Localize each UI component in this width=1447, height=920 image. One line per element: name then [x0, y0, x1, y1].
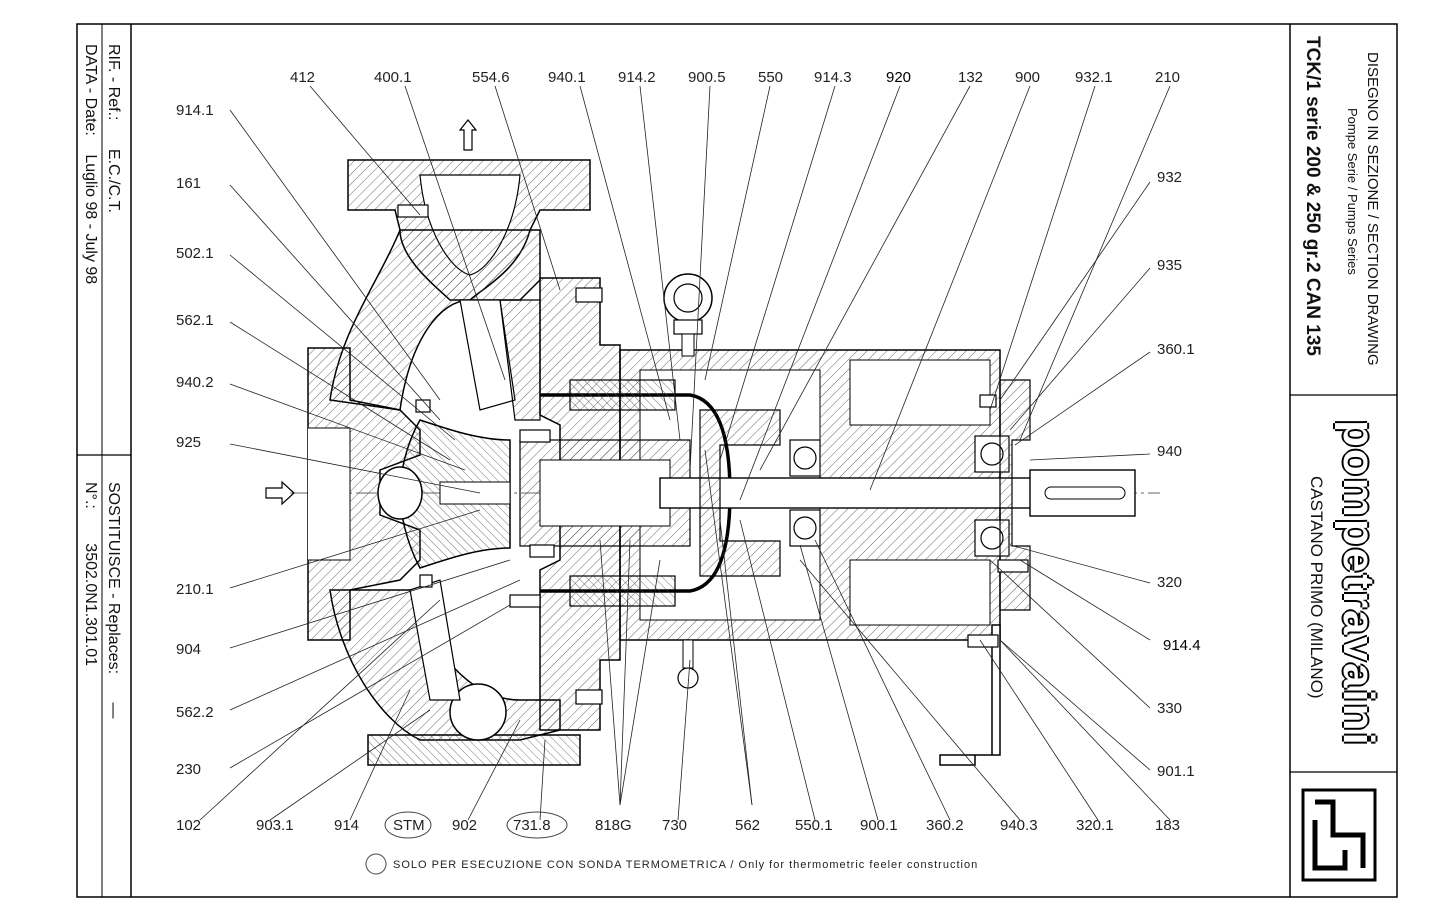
part-label: 400.1 — [374, 69, 412, 86]
optional-part-marker — [506, 811, 568, 839]
part-labels-bottom: 102 903.1 914 STM 902 731.8 818G 730 562… — [176, 811, 1180, 839]
part-label: 210 — [1155, 69, 1180, 86]
part-label: 562 — [735, 817, 760, 834]
part-label: 900.1 — [860, 817, 898, 834]
part-label: 183 — [1155, 817, 1180, 834]
part-label: 940.1 — [548, 69, 586, 86]
part-label: 550.1 — [795, 817, 833, 834]
part-label: 161 — [176, 175, 201, 192]
part-label: 903.1 — [256, 817, 294, 834]
impeller-nut — [377, 466, 423, 520]
part-label: 935 — [1157, 257, 1182, 274]
part-label: 914 — [334, 817, 359, 834]
part-label: 550 — [758, 69, 783, 86]
part-label: 900.5 — [688, 69, 726, 86]
part-labels-top: 412 400.1 554.6 940.1 914.2 900.5 550 91… — [290, 69, 1180, 86]
part-label: 230 — [176, 761, 201, 778]
part-labels-right: 932 935 360.1 940 320 914.4 330 901.1 — [1157, 169, 1201, 780]
leader-lines — [199, 85, 1171, 821]
part-label: 914.3 — [814, 69, 852, 86]
part-label: 914.2 — [618, 69, 656, 86]
part-label: 730 — [662, 817, 687, 834]
part-label: 132 — [958, 69, 983, 86]
part-label: 902 — [452, 817, 477, 834]
part-label: 320 — [1157, 574, 1182, 591]
part-label: 412 — [290, 69, 315, 86]
sheet-border — [76, 23, 1398, 898]
part-label: 925 — [176, 434, 201, 451]
footnote-marker-icon — [365, 853, 387, 875]
part-label: 210.1 — [176, 581, 214, 598]
part-label: 940 — [1157, 443, 1182, 460]
lifting-eyebolt-icon — [663, 273, 713, 357]
part-label: 360.1 — [1157, 341, 1195, 358]
part-label: 818G — [595, 817, 632, 834]
discharge-arrow-icon — [458, 119, 478, 151]
part-labels-left: 914.1 161 502.1 562.1 940.2 925 210.1 90… — [176, 102, 214, 778]
part-label: 360.2 — [926, 817, 964, 834]
optional-part-marker — [384, 811, 432, 839]
part-label: STM — [393, 817, 425, 834]
pump-cross-section — [265, 119, 1160, 766]
part-label: 562.2 — [176, 704, 214, 721]
part-label: 900 — [1015, 69, 1040, 86]
part-label: 940.3 — [1000, 817, 1038, 834]
shaft — [659, 477, 1061, 509]
company-symbol-icon — [1301, 788, 1377, 882]
shaft-end — [1029, 469, 1136, 517]
part-label: 562.1 — [176, 312, 214, 329]
part-label: 330 — [1157, 700, 1182, 717]
part-label: 914.1 — [176, 102, 214, 119]
part-label: 904 — [176, 641, 201, 658]
part-label: 731.8 — [513, 817, 551, 834]
part-label: 940.2 — [176, 374, 214, 391]
part-label: 320.1 — [1076, 817, 1114, 834]
part-label: 932 — [1157, 169, 1182, 186]
part-label: 901.1 — [1157, 763, 1195, 780]
part-label: 932.1 — [1075, 69, 1113, 86]
footnote-text: SOLO PER ESECUZIONE CON SONDA TERMOMETRI… — [393, 859, 978, 871]
part-label: 102 — [176, 817, 201, 834]
suction-arrow-icon — [265, 480, 295, 506]
part-label: 502.1 — [176, 245, 214, 262]
part-label: 920 — [886, 69, 911, 86]
part-label: 914.4 — [1163, 637, 1201, 654]
part-label: 554.6 — [472, 69, 510, 86]
